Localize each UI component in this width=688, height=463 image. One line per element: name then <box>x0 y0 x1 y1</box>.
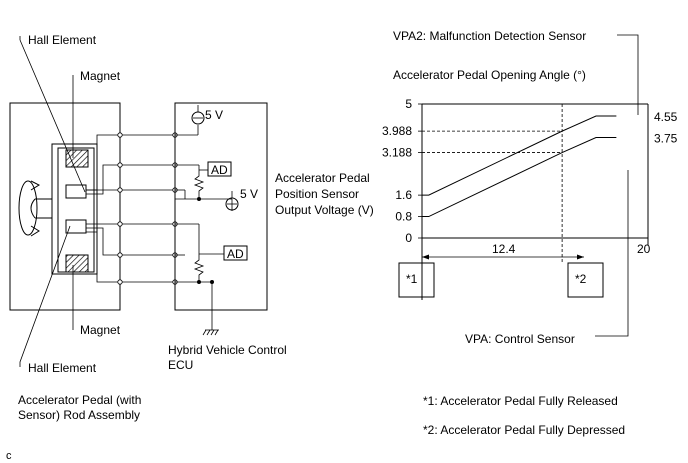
mark-box-released <box>398 262 435 298</box>
label-angle-20: 20 <box>637 242 651 256</box>
label-output-line1: Accelerator Pedal <box>275 171 370 185</box>
leader-vpa <box>595 170 629 337</box>
wiring <box>117 132 178 285</box>
series-end-label: 4.55 <box>654 110 678 124</box>
label-output-line2: Position Sensor <box>275 187 359 201</box>
series-line-vpa <box>422 137 617 218</box>
label-angle-title: Accelerator Pedal Opening Angle (°) <box>393 68 586 82</box>
rotor-shaft <box>30 198 52 219</box>
mark-box-depressed <box>567 262 604 298</box>
corner-mark: c <box>6 450 12 462</box>
ecu-box <box>174 102 268 336</box>
y-tick-label: 5 <box>405 97 412 111</box>
mark-2: *2 <box>575 272 587 286</box>
label-ad-bottom: AD <box>227 247 244 261</box>
leader-hall-bottom <box>19 225 71 367</box>
label-supply-mid: 5 V <box>240 187 258 201</box>
label-magnet-top: Magnet <box>80 69 121 83</box>
series-line-vpa2 <box>422 115 617 196</box>
label-hall-element-top: Hall Element <box>28 33 97 47</box>
label-vpa: VPA: Control Sensor <box>465 332 575 346</box>
chart-series: 4.55 3.75 <box>422 110 678 218</box>
magnet-top <box>65 149 89 168</box>
y-tick-label: 0 <box>405 231 412 245</box>
sensor-body <box>51 143 98 275</box>
label-vpa2: VPA2: Malfunction Detection Sensor <box>393 29 586 43</box>
label-ecu-line1: Hybrid Vehicle Control <box>168 343 287 357</box>
hall-bottom-lead-b <box>86 227 120 256</box>
label-ad-top: AD <box>211 163 228 177</box>
legend-released: *1: Accelerator Pedal Fully Released <box>423 394 618 408</box>
chart-ticks: 5 3.988 3.188 1.6 0.8 0 <box>382 97 563 245</box>
chart-axes <box>421 103 649 300</box>
leader-hall-top <box>19 36 86 193</box>
magnet-bottom <box>65 254 89 273</box>
mark-1: *1 <box>406 272 418 286</box>
y-tick-label: 3.988 <box>382 124 412 138</box>
leader-vpa2 <box>617 34 639 115</box>
label-supply-top: 5 V <box>205 108 223 122</box>
label-ecu-line2: ECU <box>168 358 193 372</box>
dimension-12-4: 12.4 <box>422 242 584 260</box>
y-tick-label: 3.188 <box>382 146 412 160</box>
y-tick-label: 0.8 <box>395 210 412 224</box>
hall-top-lead-b <box>86 164 120 195</box>
label-hall-element-bottom: Hall Element <box>28 361 97 375</box>
label-magnet-bottom: Magnet <box>80 323 121 337</box>
rotation-arrow-icon <box>18 180 41 237</box>
output-chart: VPA2: Malfunction Detection Sensor Accel… <box>382 29 678 437</box>
hall-element-top <box>65 184 87 199</box>
sensor-housing <box>9 102 121 311</box>
y-tick-label: 1.6 <box>395 188 412 202</box>
label-assembly-line1: Accelerator Pedal (with <box>18 393 141 407</box>
label-assembly-line2: Sensor) Rod Assembly <box>18 408 140 422</box>
sensor-assembly <box>9 102 121 311</box>
hall-element-bottom <box>65 219 87 234</box>
hall-bottom-lead-c <box>86 231 120 283</box>
label-angle-12-4: 12.4 <box>492 242 516 256</box>
label-output-line3: Output Voltage (V) <box>275 203 374 217</box>
series-end-label: 3.75 <box>654 132 678 146</box>
legend-depressed: *2: Accelerator Pedal Fully Depressed <box>423 423 625 437</box>
